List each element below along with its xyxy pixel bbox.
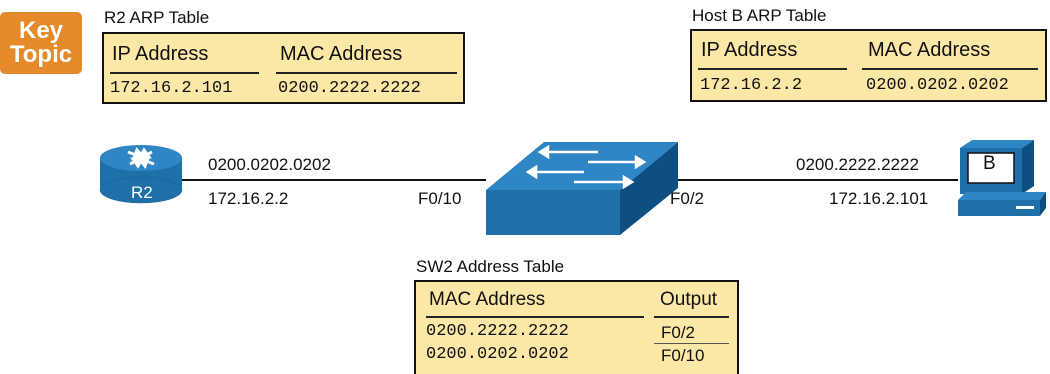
sw2-col-mac-header: MAC Address — [429, 289, 546, 310]
router-mac-label: 0200.0202.0202 — [208, 155, 331, 174]
key-topic-line1: Key — [18, 17, 64, 44]
sw2-row1-mac: 0200.2222.2222 — [426, 322, 569, 341]
sw2-row2-mac: 0200.0202.0202 — [426, 345, 569, 364]
switch-port-right-label: F0/2 — [670, 189, 705, 208]
key-topic-badge: Key Topic — [0, 12, 82, 74]
sw2-row-divider — [654, 343, 729, 344]
hostb-arp-table-title: Host B ARP Table — [692, 6, 827, 25]
r2-arp-table-title: R2 ARP Table — [104, 8, 210, 27]
sw2-header-rule-output — [654, 316, 729, 318]
host-mac-label: 0200.2222.2222 — [796, 155, 919, 174]
hostb-col-mac-header: MAC Address — [868, 39, 991, 61]
hostb-row-mac: 0200.0202.0202 — [866, 76, 1009, 95]
key-topic-line2: Topic — [9, 41, 73, 68]
hostb-header-rule-ip — [698, 68, 847, 70]
hostb-col-ip-header: IP Address — [701, 39, 798, 61]
switch-port-left-label: F0/10 — [418, 189, 462, 208]
r2-row-mac: 0200.2222.2222 — [278, 79, 421, 98]
r2-header-rule-ip — [110, 72, 259, 74]
r2-col-ip-header: IP Address — [112, 43, 209, 65]
computer-icon — [958, 140, 1046, 216]
hostb-header-rule-mac — [862, 68, 1038, 70]
host-label: B — [983, 153, 996, 174]
sw2-address-table: MAC Address Output 0200.2222.2222 F0/2 0… — [414, 280, 739, 374]
router-label: R2 — [131, 183, 153, 202]
hostb-row-ip: 172.16.2.2 — [700, 76, 803, 95]
r2-header-rule-mac — [276, 72, 457, 74]
r2-arp-table: IP Address MAC Address 172.16.2.101 0200… — [102, 32, 465, 104]
sw2-row2-output: F0/10 — [661, 346, 705, 365]
host-ip-label: 172.16.2.101 — [829, 189, 929, 208]
sw2-row1-output: F0/2 — [661, 323, 696, 342]
sw2-address-table-title: SW2 Address Table — [416, 257, 565, 276]
r2-row-ip: 172.16.2.101 — [110, 79, 233, 98]
router-icon — [99, 145, 183, 204]
sw2-header-rule-mac — [426, 316, 644, 318]
sw2-col-output-header: Output — [660, 289, 718, 310]
r2-col-mac-header: MAC Address — [280, 43, 403, 65]
router-ip-label: 172.16.2.2 — [208, 189, 289, 208]
hostb-arp-table: IP Address MAC Address 172.16.2.2 0200.0… — [690, 29, 1047, 102]
switch-icon — [486, 142, 678, 235]
